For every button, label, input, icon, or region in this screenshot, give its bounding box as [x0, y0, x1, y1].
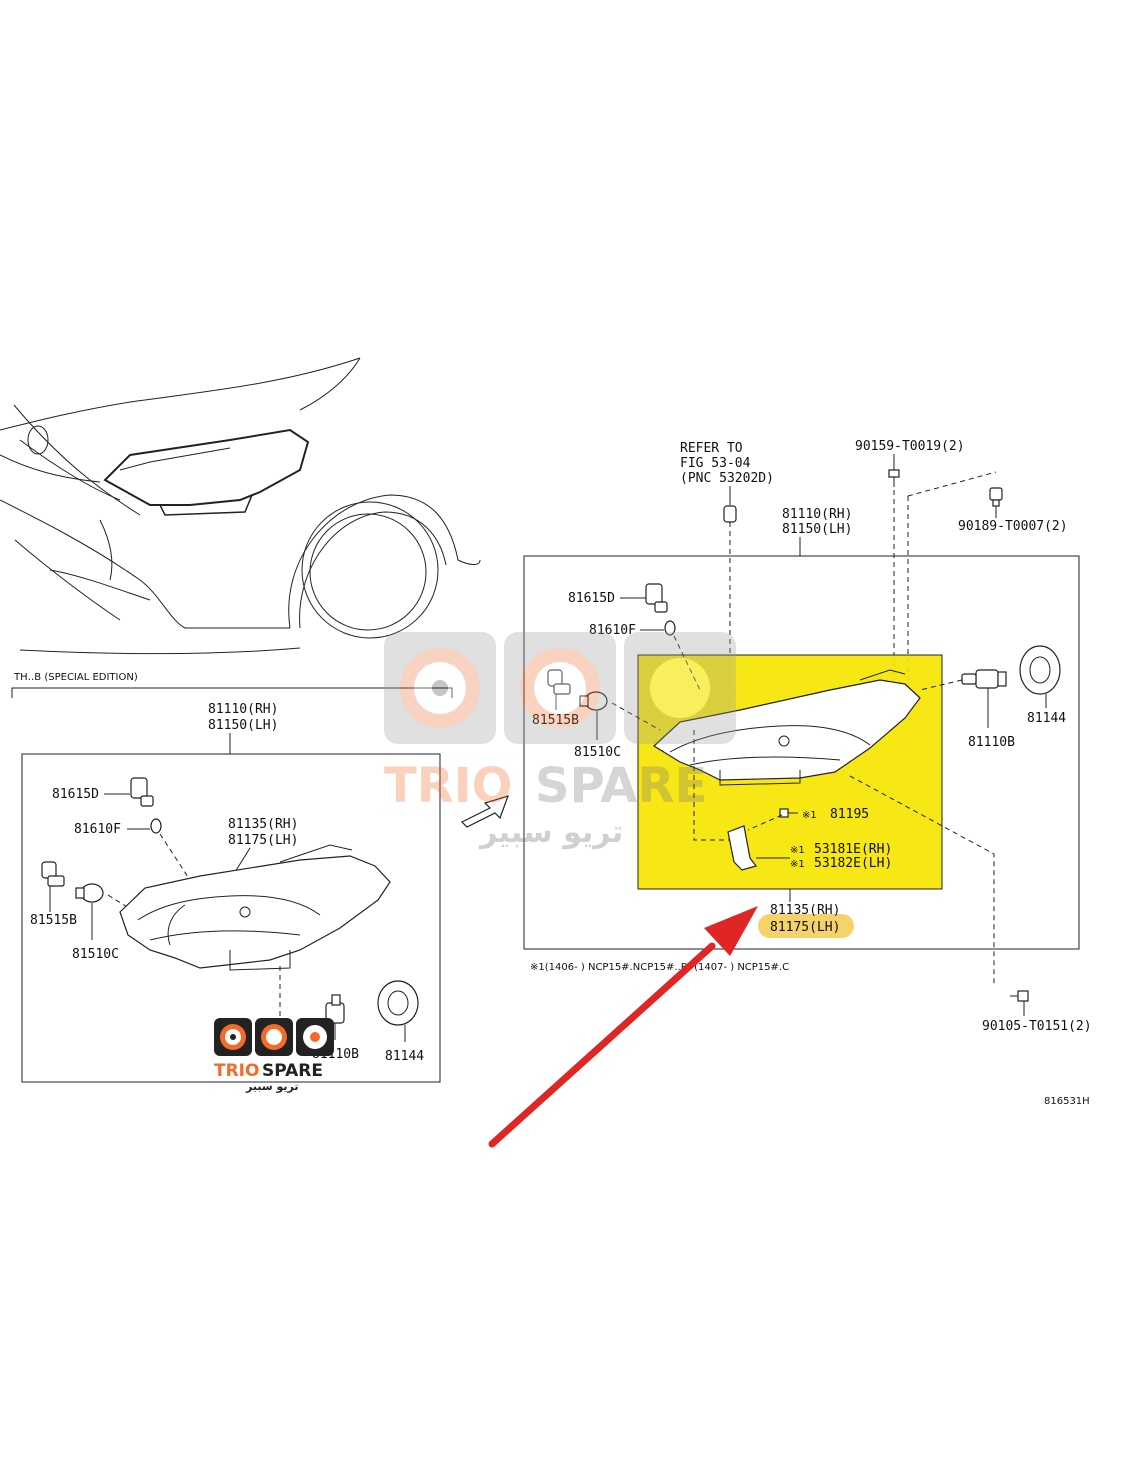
socket-b-icon	[41, 861, 65, 887]
bulb-b-icon-right	[961, 669, 1007, 689]
assembly-lh-label: 81150(LH)	[208, 718, 278, 733]
unit-lh-label: 81175(LH)	[228, 833, 298, 848]
bulb-d-icon	[130, 777, 154, 807]
screw-mark: ※1	[802, 810, 817, 821]
assembly-rh-label-right: 81110(RH)	[782, 507, 852, 522]
left-panel-frame	[21, 753, 441, 1083]
bulb-d-label: 81615D	[52, 787, 99, 802]
clip-top-icon	[989, 487, 1003, 507]
refer-line-1: REFER TO	[680, 441, 743, 456]
socket-c-icon-right	[579, 691, 608, 711]
assembly-lh-label-right: 81150(LH)	[782, 522, 852, 537]
clip-top-label: 90189-T0007(2)	[958, 519, 1068, 534]
bolt-top-label: 90159-T0019(2)	[855, 439, 965, 454]
bracket-rh-label: 53181E(RH)	[814, 842, 892, 857]
socket-b-label: 81515B	[30, 913, 77, 928]
refer-line-3: (PNC 53202D)	[680, 471, 774, 486]
connector-icon	[723, 505, 737, 523]
screw-icon	[779, 808, 798, 818]
variant-label: TH‥B (SPECIAL EDITION)	[13, 672, 138, 683]
socket-b-icon-right	[547, 669, 571, 695]
socket-c-icon	[75, 883, 104, 903]
unit-label-highlight	[758, 914, 854, 938]
red-arrow-icon	[488, 906, 758, 1148]
bulb-f-icon-right	[664, 620, 676, 636]
bulb-d-icon-right	[645, 583, 668, 613]
logo-brand-a: TRIO	[214, 1061, 259, 1081]
cap-label: 81144	[385, 1049, 424, 1064]
right-panel: REFER TO FIG 53-04 (PNC 53202D) 90159-T0…	[523, 439, 1092, 1107]
bolt-bottom-icon	[1010, 990, 1029, 1002]
center-watermark: TRIO SPARE تريو سبير	[384, 632, 736, 850]
watermark-brand-b: SPARE	[535, 758, 707, 814]
logo-arabic: تريو سبير	[245, 1080, 298, 1093]
bulb-f-icon	[150, 818, 162, 834]
unit-lh-label-right: 81175(LH)	[770, 920, 840, 935]
unit-rh-label-right: 81135(RH)	[770, 903, 840, 918]
bulb-d-label-right: 81615D	[568, 591, 615, 606]
bulb-f-label: 81610F	[74, 822, 121, 837]
headlamp-unit-right	[653, 669, 921, 786]
right-panel-frame	[523, 555, 1080, 950]
watermark-arabic: تريو سبير	[478, 815, 623, 850]
hollow-arrow-icon	[460, 795, 509, 828]
socket-c-label: 81510C	[72, 947, 119, 962]
bracket-mark-1: ※1	[790, 845, 805, 856]
bracket-lh-label: 53182E(LH)	[814, 856, 892, 871]
bulb-b-label-right: 81110B	[968, 735, 1015, 750]
screw-label: 81195	[830, 807, 869, 822]
cap-label-right: 81144	[1027, 711, 1066, 726]
cap-icon-left	[377, 980, 419, 1026]
refer-line-2: FIG 53-04	[680, 456, 751, 471]
trio-spare-logo: TRIO SPARE تريو سبير	[214, 1018, 334, 1093]
logo-brand-b: SPARE	[262, 1061, 323, 1081]
footnote: ※1(1406- ) NCP15#.NCP15#..B: (1407- ) NC…	[530, 962, 789, 973]
watermark-brand-a: TRIO	[384, 758, 512, 814]
assembly-rh-label: 81110(RH)	[208, 702, 278, 717]
headlamp-unit-left	[119, 844, 391, 971]
car-front-sketch	[0, 357, 481, 655]
bracket-icon	[727, 825, 758, 871]
bolt-top-icon	[888, 469, 900, 487]
bulb-f-label-right: 81610F	[589, 623, 636, 638]
figure-code: 816531H	[1044, 1096, 1090, 1107]
bolt-bottom-label: 90105-T0151(2)	[982, 1019, 1092, 1034]
unit-rh-label: 81135(RH)	[228, 817, 298, 832]
socket-c-label-right: 81510C	[574, 745, 621, 760]
socket-b-label-right: 81515B	[532, 713, 579, 728]
cap-icon-right	[1019, 645, 1061, 695]
bracket-mark-2: ※1	[790, 859, 805, 870]
